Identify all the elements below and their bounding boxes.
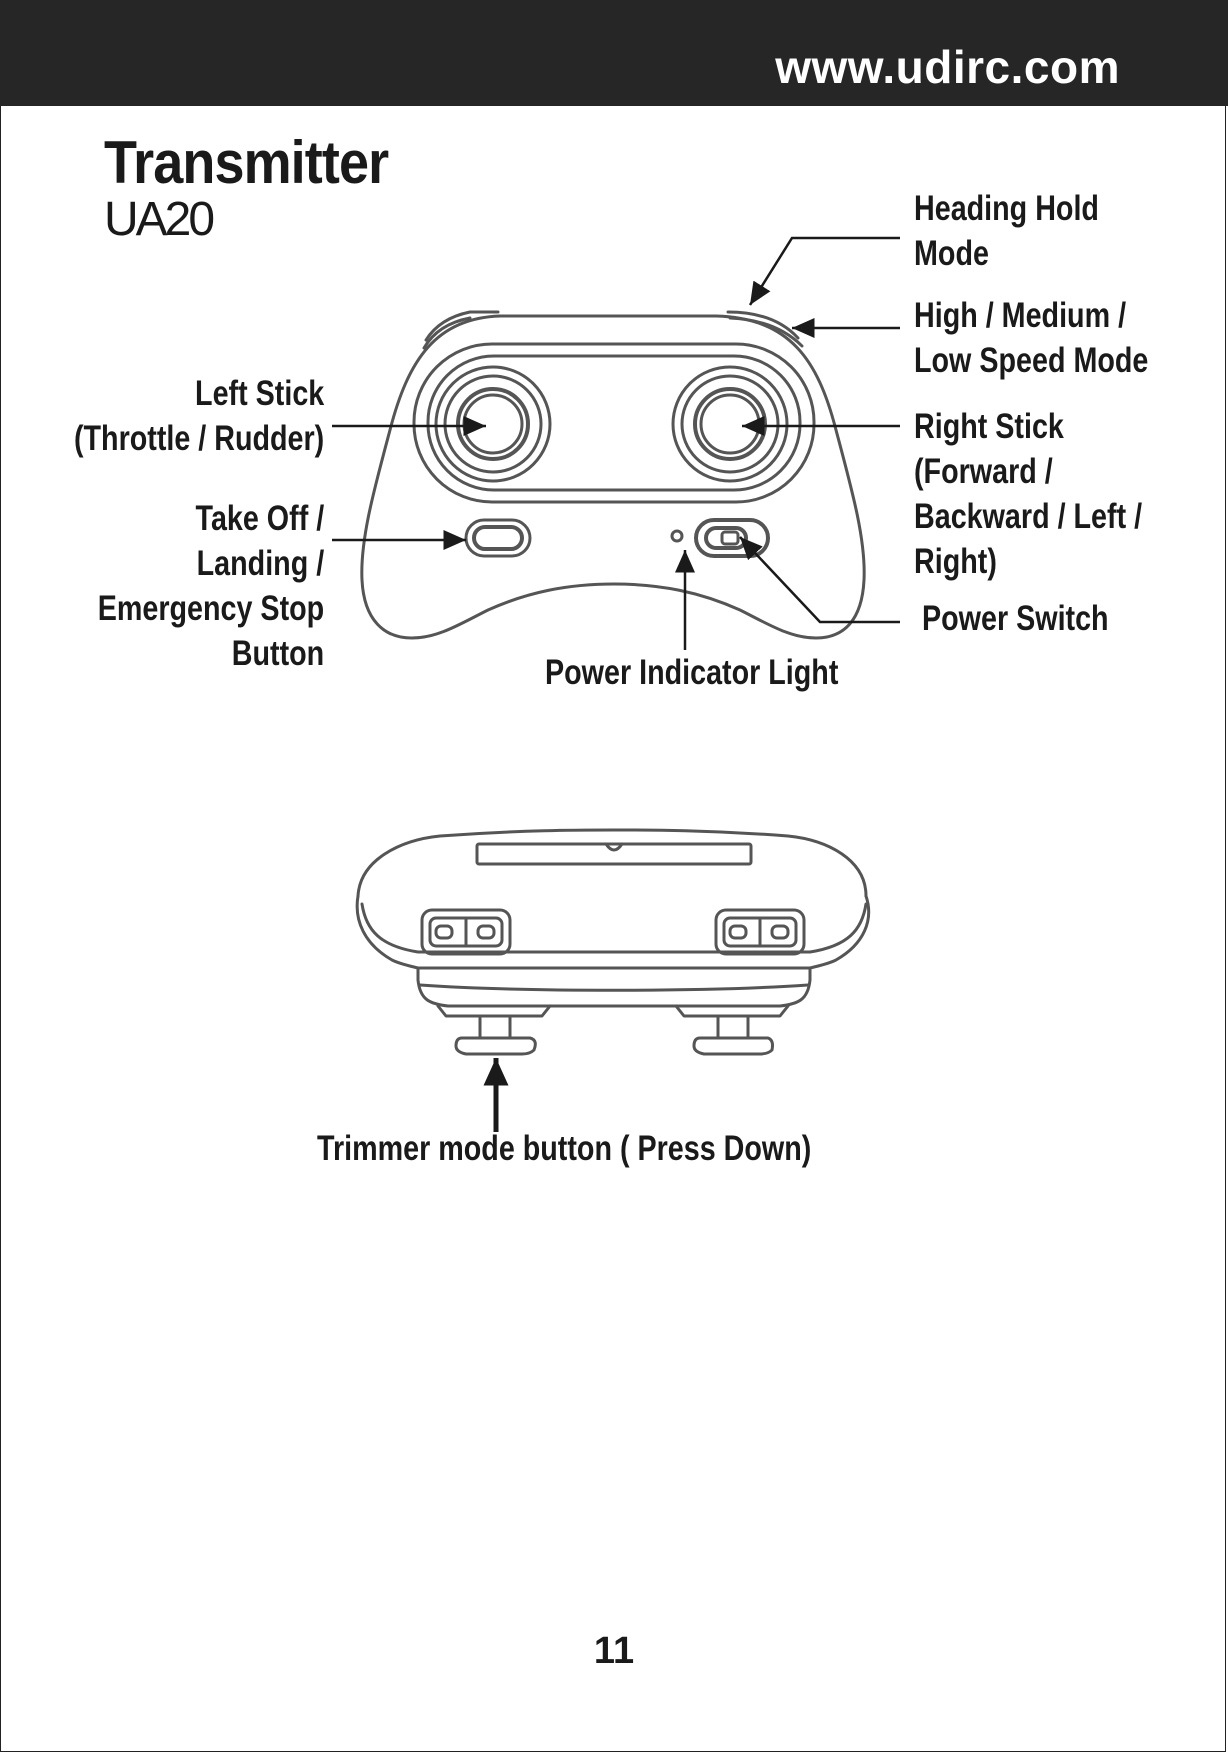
power-switch xyxy=(694,518,770,558)
left-stick-base xyxy=(436,1004,552,1056)
label-right-stick: Right Stick (Forward / Backward / Left /… xyxy=(914,407,1143,581)
transmitter-front-view xyxy=(355,828,871,1056)
page-title: Transmitter xyxy=(104,129,389,196)
header-url[interactable]: www.udirc.com xyxy=(775,41,1120,93)
left-shoulder-button xyxy=(424,310,500,342)
header-bar: www.udirc.com xyxy=(0,0,1228,106)
stick-panel-inner xyxy=(426,354,802,492)
left-stick xyxy=(434,365,552,483)
left-trim-switch xyxy=(420,908,512,956)
right-stick-base xyxy=(674,1004,790,1056)
label-left-stick: Left Stick (Throttle / Rudder) xyxy=(73,374,324,458)
label-heading-hold-mode: Heading Hold Mode xyxy=(914,189,1099,273)
page-number: 11 xyxy=(593,1630,635,1672)
label-speed-mode: High / Medium / Low Speed Mode xyxy=(914,296,1149,380)
callout-heading-hold xyxy=(748,236,900,306)
transmitter-body xyxy=(360,314,866,640)
front-body xyxy=(355,894,871,1008)
label-power-switch: Power Switch xyxy=(922,599,1109,638)
label-power-indicator: Power Indicator Light xyxy=(545,653,839,692)
right-stick xyxy=(671,365,789,483)
stick-panel-outer xyxy=(412,342,816,504)
callout-lines xyxy=(332,236,900,650)
callout-power-switch xyxy=(739,536,900,624)
label-trimmer-button: Trimmer mode button ( Press Down) xyxy=(317,1129,812,1168)
transmitter-top-view xyxy=(360,310,866,640)
takeoff-button xyxy=(464,518,532,558)
power-indicator-light xyxy=(670,529,684,543)
label-takeoff-button: Take Off / Landing / Emergency Stop Butt… xyxy=(97,499,324,673)
model-name: UA20 xyxy=(104,193,215,246)
right-trim-switch xyxy=(714,908,806,956)
